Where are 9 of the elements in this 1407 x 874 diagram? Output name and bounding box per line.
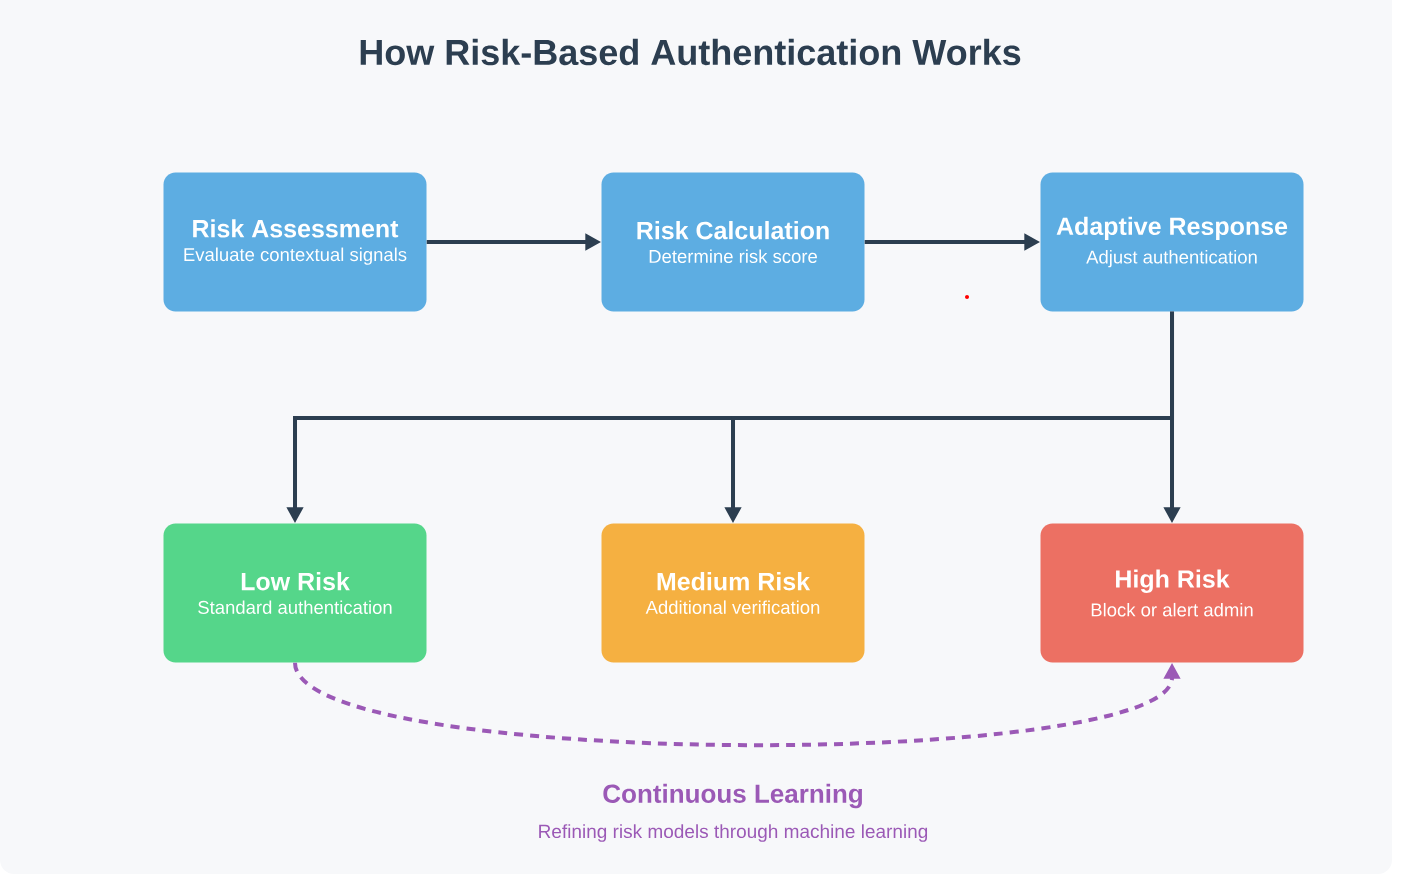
process-box: High Risk Block or alert admin	[1040, 523, 1304, 663]
process-box: Risk Calculation Determine risk score	[601, 172, 865, 312]
process-box: Medium Risk Additional verification	[601, 523, 865, 663]
process-box: Adaptive Response Adjust authentication	[1040, 172, 1304, 312]
title: How Risk-Based Authentication Works	[360, 38, 1021, 66]
caption-heading: Continuous Learning	[603, 783, 862, 809]
process-box: Risk Assessment Evaluate contextual signals	[163, 172, 427, 312]
process-box: Low Risk Standard authentication	[163, 523, 427, 663]
caption-text: Refining risk models through machine learning	[539, 824, 928, 842]
